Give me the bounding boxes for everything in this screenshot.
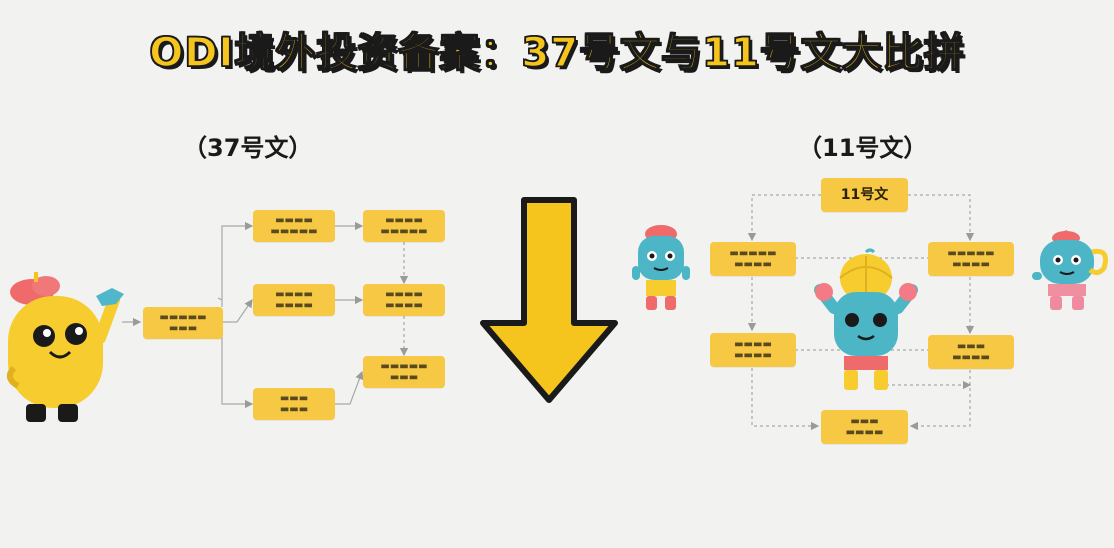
label-11: （11号文）	[798, 134, 928, 162]
teal-mascot-right-icon	[1032, 230, 1108, 310]
flow-node-right-lower-right: ▬▬▬▬▬▬▬	[928, 335, 1014, 369]
flow-node-right-bottom: ▬▬▬▬▬▬▬	[821, 410, 908, 444]
flow-node-result-middle: ▬▬▬▬▬▬▬▬	[363, 284, 445, 316]
page-title: ODI境外投资备案：37号文与11号文大比拼	[149, 29, 965, 77]
teal-mascot-center-icon	[814, 248, 918, 390]
flow-node-11: 11号文	[821, 178, 908, 212]
flow-node-result-bottom: ▬▬▬▬▬▬▬▬	[363, 356, 445, 388]
flow-node-start: ▬▬▬▬▬▬▬▬	[143, 307, 223, 339]
yellow-mascot-icon	[6, 272, 124, 422]
flow-node-right-upper-left: ▬▬▬▬▬▬▬▬▬	[710, 242, 796, 276]
flow-node-branch-middle: ▬▬▬▬▬▬▬▬	[253, 284, 335, 316]
flow-node-branch-bottom: ▬▬▬▬▬▬	[253, 388, 335, 420]
flow-node-result-top: ▬▬▬▬▬▬▬▬▬	[363, 210, 445, 242]
label-37: （37号文）	[183, 134, 313, 162]
teal-mascot-left-icon	[632, 225, 690, 310]
flow-node-right-lower-left: ▬▬▬▬▬▬▬▬	[710, 333, 796, 367]
flow-node-right-upper-right: ▬▬▬▬▬▬▬▬▬	[928, 242, 1014, 276]
big-down-arrow-icon	[480, 197, 618, 403]
flow-node-branch-top: ▬▬▬▬▬▬▬▬▬	[253, 210, 335, 242]
